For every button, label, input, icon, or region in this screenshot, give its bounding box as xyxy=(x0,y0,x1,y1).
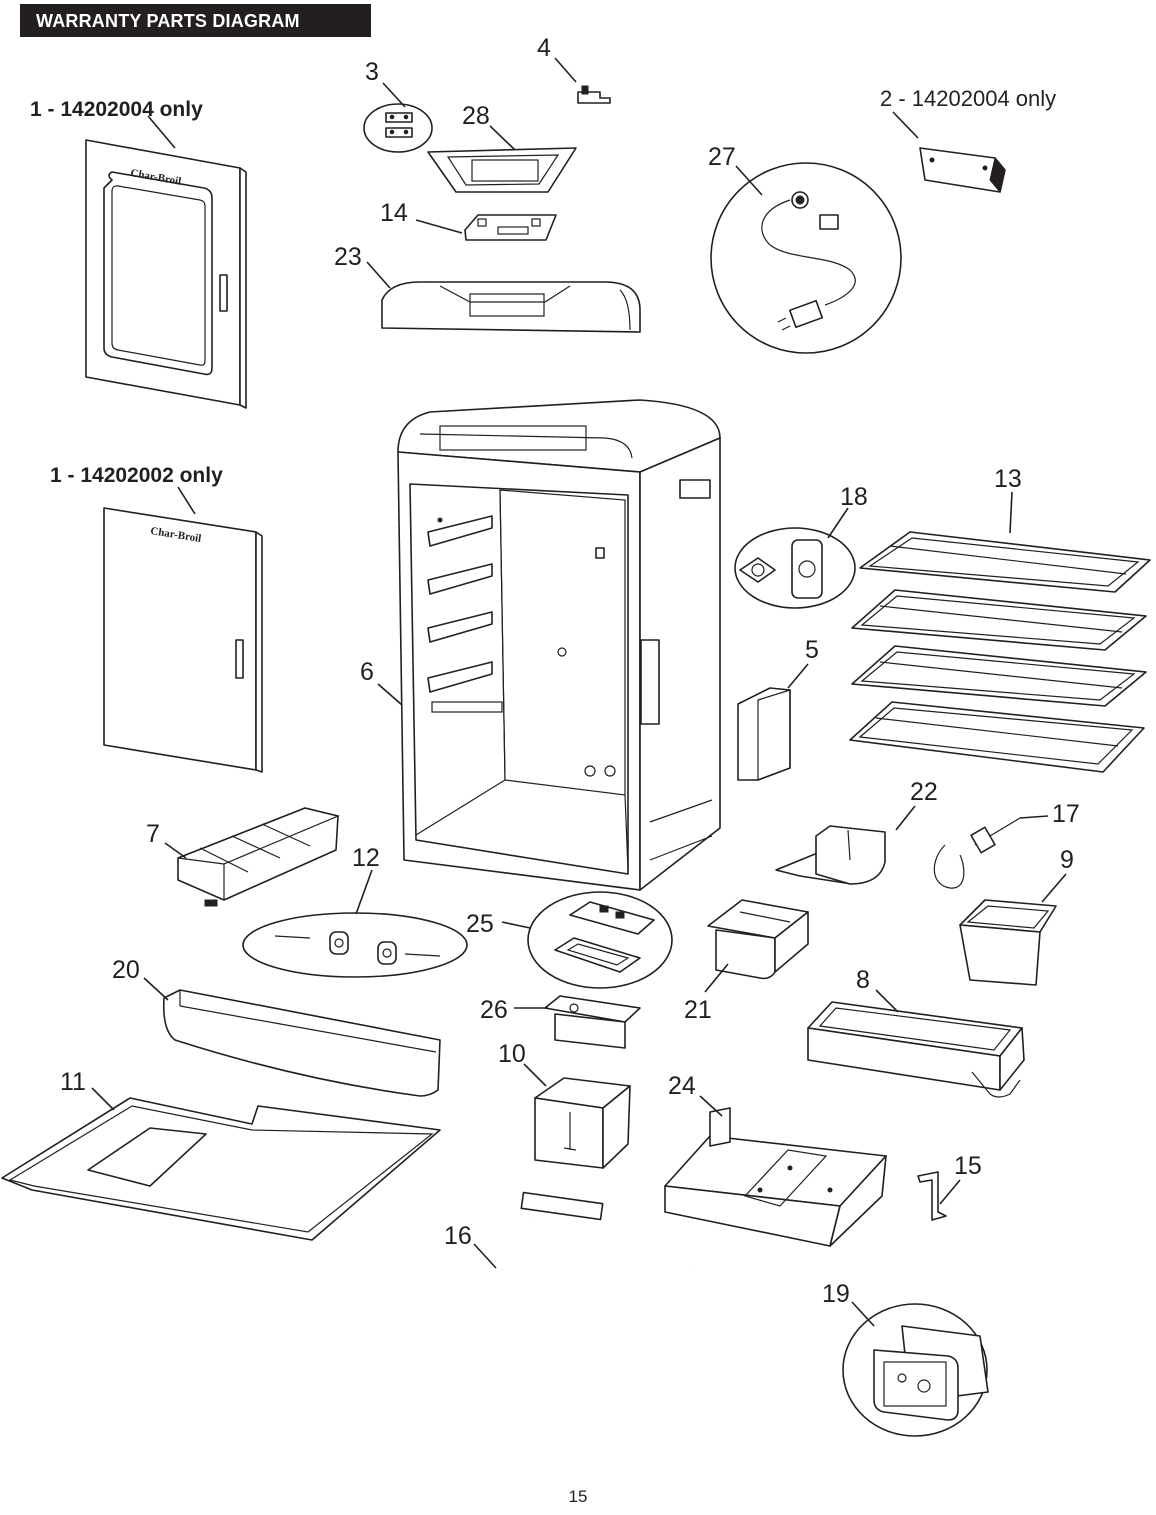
note-part-2: 2 - 14202004 only xyxy=(880,86,1056,111)
part-base-shelf xyxy=(1,1097,441,1241)
part-heater-box xyxy=(534,1077,631,1169)
part-chip-tray-holder xyxy=(775,825,886,885)
rack-4 xyxy=(849,701,1145,773)
part-drip-pan xyxy=(807,1001,1025,1098)
label-part-17: 17 xyxy=(1052,800,1080,828)
rack-2 xyxy=(851,589,1147,651)
label-part-9: 9 xyxy=(1060,846,1074,874)
part-top-panel xyxy=(381,281,641,333)
part-element-box xyxy=(544,995,641,1049)
label-part-21: 21 xyxy=(684,996,712,1024)
label-part-3: 3 xyxy=(365,58,379,86)
part-hinges xyxy=(363,103,433,153)
section-header-bar: WARRANTY PARTS DIAGRAM xyxy=(20,4,371,37)
part-side-chip-box xyxy=(177,807,340,907)
part-bracket-clip xyxy=(917,1171,947,1221)
part-cooking-racks xyxy=(849,531,1151,773)
part-latch xyxy=(577,85,611,104)
label-part-23: 23 xyxy=(334,243,362,271)
label-part-7: 7 xyxy=(146,820,160,848)
label-part-13: 13 xyxy=(994,465,1022,493)
label-part-22: 22 xyxy=(910,778,938,806)
label-part-5: 5 xyxy=(805,636,819,664)
label-part-25: 25 xyxy=(466,910,494,938)
label-part-18: 18 xyxy=(840,483,868,511)
note-door-solid: 1 - 14202002 only xyxy=(50,464,223,487)
label-part-12: 12 xyxy=(352,844,380,872)
part-heating-element xyxy=(452,1191,693,1359)
part-wheels xyxy=(242,912,468,978)
label-part-28: 28 xyxy=(462,102,490,130)
part-window-bezel xyxy=(427,147,577,193)
label-part-15: 15 xyxy=(954,1152,982,1180)
label-part-27: 27 xyxy=(708,143,736,171)
label-part-20: 20 xyxy=(112,956,140,984)
part-side-handle xyxy=(737,687,791,781)
rack-1 xyxy=(859,531,1151,593)
label-part-24: 24 xyxy=(668,1072,696,1100)
label-part-8: 8 xyxy=(856,966,870,994)
part-mount-plate xyxy=(842,1303,989,1437)
label-part-6: 6 xyxy=(360,658,374,686)
part-door-solid: Char-Broil xyxy=(103,507,263,773)
section-title: WARRANTY PARTS DIAGRAM xyxy=(36,11,300,31)
part-chip-loader xyxy=(707,899,809,980)
part-water-bowl xyxy=(959,899,1057,986)
page-number: 15 xyxy=(568,1487,588,1506)
part-control-board xyxy=(527,891,673,989)
label-part-14: 14 xyxy=(380,199,408,227)
label-part-4: 4 xyxy=(537,34,551,62)
part-sensor xyxy=(734,527,856,609)
label-part-26: 26 xyxy=(480,996,508,1024)
part-meat-probe xyxy=(933,817,1021,889)
part-main-cabinet xyxy=(397,399,721,891)
label-part-19: 19 xyxy=(822,1280,850,1308)
part-control-panel xyxy=(464,214,557,241)
part-door-glass: Char-Broil xyxy=(85,139,247,409)
part-power-cord xyxy=(710,162,902,354)
part-control-housing xyxy=(919,147,1006,194)
note-door-glass: 1 - 14202004 only xyxy=(30,98,203,121)
label-part-11: 11 xyxy=(60,1068,86,1096)
part-front-trim xyxy=(162,989,441,1097)
label-part-16: 16 xyxy=(444,1222,472,1250)
exploded-parts-diagram: 1 - 14202004 only 1 - 14202002 only 2 - … xyxy=(1,34,1151,1437)
label-part-10: 10 xyxy=(498,1040,526,1068)
rack-3 xyxy=(851,645,1147,707)
part-heater-tray xyxy=(664,1107,887,1247)
